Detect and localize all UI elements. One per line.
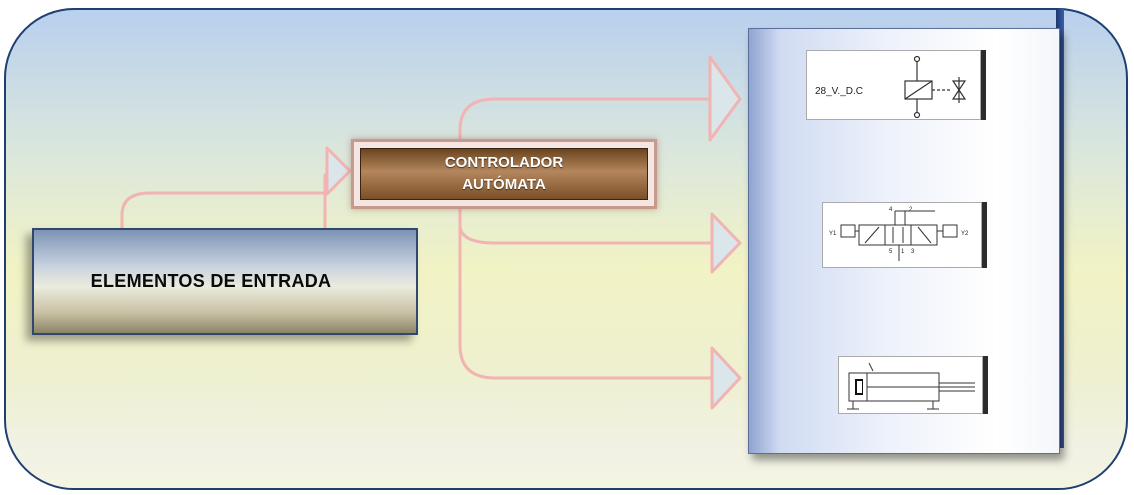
controller-label-line2: AUTÓMATA <box>462 176 546 193</box>
arrowhead-output-2 <box>710 212 742 274</box>
arrowhead-output-1 <box>708 55 742 142</box>
solenoid-symbol <box>904 55 967 119</box>
controller-label-line1: CONTROLADOR <box>444 154 564 171</box>
valve-label-y1: Y1 <box>829 231 837 237</box>
cylinder-symbol <box>847 362 975 410</box>
valve-label-5: 5 <box>889 249 893 255</box>
input-elements-box: ELEMENTOS DE ENTRADA <box>32 228 418 335</box>
solenoid-card: 28_V._D.C <box>806 50 981 120</box>
controller-inner: CONTROLADOR AUTÓMATA <box>360 148 648 200</box>
valve-label-y2: Y2 <box>961 231 969 237</box>
valve-label-2: 2 <box>909 207 913 213</box>
valve-card: Y1 Y2 4 2 5 1 3 <box>822 202 982 268</box>
controller-to-output-1-line <box>458 97 712 141</box>
valve-label-4: 4 <box>889 207 893 213</box>
valve-label-1: 1 <box>901 249 905 255</box>
valve-symbol: Y1 Y2 4 2 5 1 3 <box>829 207 969 261</box>
output-panel-edge <box>1056 8 1064 448</box>
input-elements-label: ELEMENTOS DE ENTRADA <box>90 271 332 291</box>
cylinder-card <box>838 356 983 414</box>
controller-to-output-3-line <box>458 207 714 380</box>
arrowhead-output-3 <box>710 346 742 410</box>
controller-to-output-2-line <box>458 207 714 245</box>
controller-box: CONTROLADOR AUTÓMATA <box>351 139 657 209</box>
valve-label-3: 3 <box>911 249 915 255</box>
input-to-controller-line <box>120 173 327 232</box>
arrowhead-controller <box>325 146 352 196</box>
solenoid-label: 28_V._D.C <box>815 86 863 97</box>
